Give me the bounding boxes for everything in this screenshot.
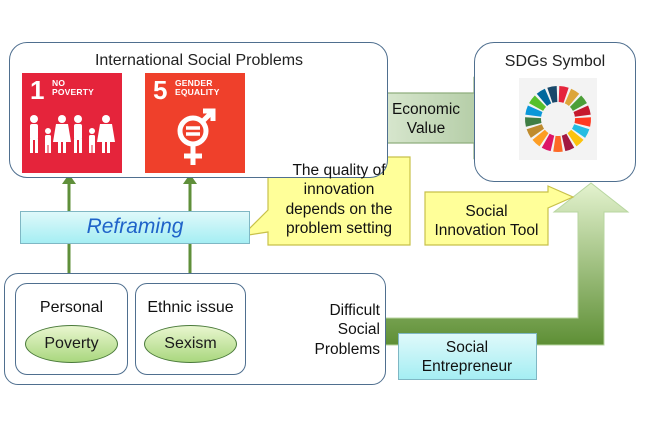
international-problems-title: International Social Problems <box>94 52 304 69</box>
social-entrepreneur-box: Social Entrepreneur <box>398 333 537 380</box>
sdg-wheel-segment <box>547 86 558 103</box>
sdg-wheel-segment <box>541 133 555 152</box>
sexism-pill: Sexism <box>144 325 237 363</box>
sdg-wheel-segment <box>558 86 569 103</box>
sdg-wheel-segment <box>525 117 542 127</box>
group-ethnic-issue-title: Ethnic issue <box>147 299 234 316</box>
arrowhead-tile-1 <box>62 174 76 184</box>
sdg-wheel-tile <box>519 78 597 160</box>
sdg-wheel-segment <box>536 88 552 106</box>
sdg-tile-label: NO POVERTY <box>52 78 95 98</box>
sdg-wheel-segment <box>564 88 580 106</box>
social-entrepreneur-label: Social Entrepreneur <box>421 339 513 376</box>
sdg-tile-number: 1 <box>30 75 45 105</box>
sdg-wheel-segment <box>567 129 584 147</box>
sdg-tile-label: GENDER EQUALITY <box>175 78 220 98</box>
sdg-wheel-segment <box>574 117 591 127</box>
social-tool-callout-text: Social Innovation Tool <box>434 203 539 240</box>
sdg-tile-gender-equality: 5 GENDER EQUALITY <box>145 73 245 173</box>
sexism-pill-label: Sexism <box>164 335 217 352</box>
sdg-wheel-icon <box>525 86 591 152</box>
quality-callout-shape <box>240 156 411 246</box>
reframing-bar: Reframing <box>20 211 250 244</box>
difficult-problems-label: Difficult Social Problems <box>314 302 380 358</box>
sdgs-symbol-title: SDGs Symbol <box>504 53 606 70</box>
sdg-wheel-segment <box>526 124 545 138</box>
sdg-wheel-segment <box>561 133 575 152</box>
family-icon <box>30 115 115 153</box>
sdg-wheel-segment <box>573 105 591 117</box>
poverty-pill: Poverty <box>25 325 118 363</box>
reframing-label: Reframing <box>86 215 184 238</box>
sdg-wheel-segment <box>532 129 549 147</box>
quality-callout-text: The quality of innovation depends on the… <box>285 162 393 238</box>
economic-value-label: Economic Value <box>391 101 461 138</box>
social-tool-callout-shape <box>424 185 575 246</box>
gender-equality-icon <box>177 108 216 165</box>
sdg-wheel-segment <box>553 135 563 152</box>
sdg-tile-no-poverty: 1 NO POVERTY <box>22 73 122 173</box>
poverty-pill-label: Poverty <box>44 335 99 352</box>
sdg-wheel-segment <box>571 124 590 138</box>
arrowhead-tile-5 <box>183 174 197 184</box>
sdg-wheel-segment <box>529 95 547 111</box>
sdg-wheel-segment <box>525 105 543 117</box>
group-personal-title: Personal <box>39 299 104 316</box>
sdg-wheel-segment <box>569 95 587 111</box>
sdg-tile-number: 5 <box>153 75 168 105</box>
